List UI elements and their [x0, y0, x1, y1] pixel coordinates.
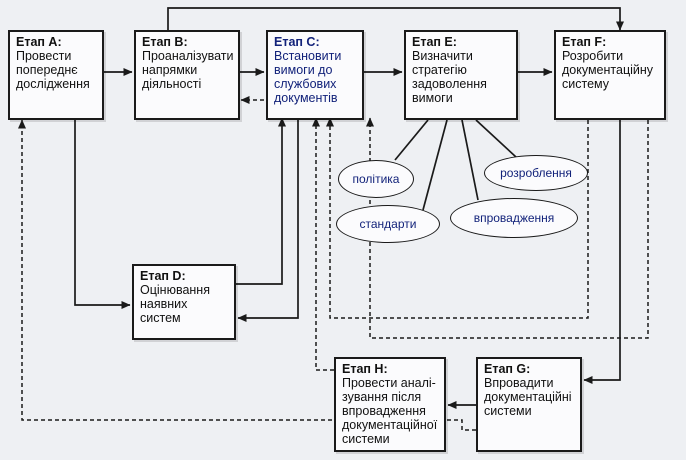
stage-d: Етап D: Оцінювання наявних систем	[132, 264, 236, 340]
stage-b-title: Етап В:	[142, 35, 188, 49]
stage-f: Етап F: Розробити документаційну систему	[554, 30, 666, 120]
strategy-line-standarty	[422, 119, 448, 211]
stage-a-desc: Провести попереднє дослідження	[16, 49, 90, 91]
feedback-f-to-c	[326, 117, 589, 319]
stage-h-title: Етап Н:	[342, 362, 388, 376]
stage-d-title: Етап D:	[140, 269, 186, 283]
stage-e-desc: Визначити стратегію задоволення вимоги	[412, 49, 487, 105]
arrow-d-to-c	[236, 117, 286, 285]
feedback-g-to-a	[18, 119, 476, 431]
stage-d-desc: Оцінювання наявних систем	[140, 283, 210, 325]
strategy-rozroblennya: розроблення	[484, 155, 588, 191]
stage-g: Етап G: Впровадити документаційні систем…	[476, 357, 582, 452]
strategy-line-rozroblennya	[475, 119, 517, 158]
stage-b-desc: Проаналізувати напрямки діяльності	[142, 49, 234, 91]
stage-c: Етап С: Встановити вимоги до службових д…	[266, 30, 364, 120]
strategy-line-polityka	[394, 119, 429, 161]
stage-a-title: Етап А:	[16, 35, 62, 49]
feedback-h-to-c	[312, 117, 334, 371]
stage-g-desc: Впровадити документаційні системи	[484, 376, 572, 418]
stage-f-title: Етап F:	[562, 35, 607, 49]
stage-b: Етап В: Проаналізувати напрямки діяльнос…	[134, 30, 240, 120]
stage-e-title: Етап Е:	[412, 35, 457, 49]
arrow-c-to-d	[237, 118, 299, 322]
stage-c-desc: Встановити вимоги до службових документі…	[274, 49, 342, 105]
arrow-a-to-d	[74, 118, 131, 309]
arrow-f-to-g	[583, 120, 621, 384]
stage-g-title: Етап G:	[484, 362, 531, 376]
strategy-vprovadzhennya: впровадження	[450, 198, 578, 238]
arrow-b-to-f	[167, 7, 624, 31]
stage-h: Етап Н: Провести аналі- зування після вп…	[334, 357, 446, 452]
stage-a: Етап А: Провести попереднє дослідження	[8, 30, 104, 120]
stage-h-desc: Провести аналі- зування після впроваджен…	[342, 376, 438, 446]
strategy-polityka: політика	[338, 160, 414, 198]
strategy-standarty: стандарти	[336, 205, 440, 243]
stage-e: Етап Е: Визначити стратегію задоволення …	[404, 30, 518, 120]
stage-c-title: Етап С:	[274, 35, 320, 49]
strategy-line-vprovadzhennya	[461, 119, 479, 201]
stage-f-desc: Розробити документаційну систему	[562, 49, 654, 91]
